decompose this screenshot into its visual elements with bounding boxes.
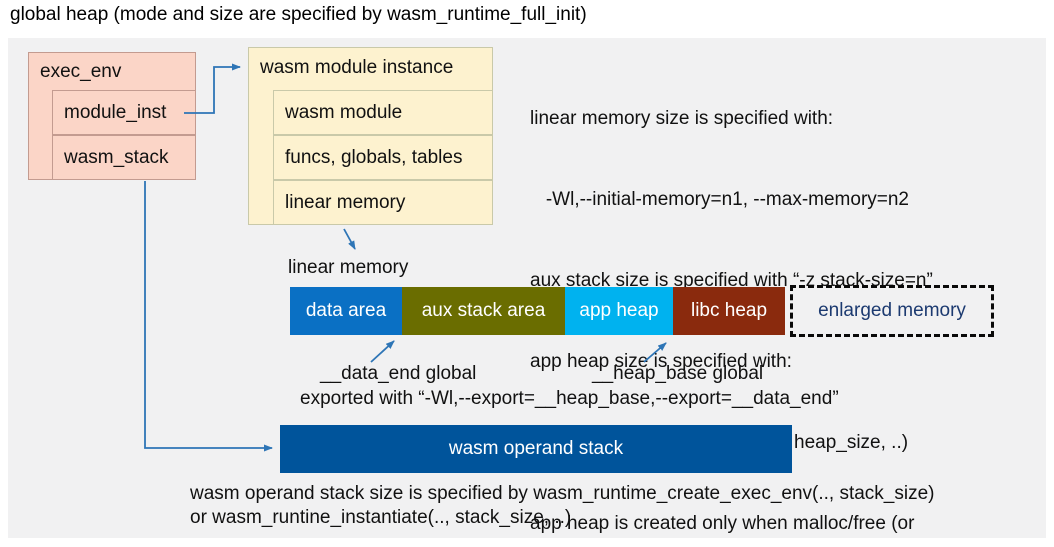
linear-memory-bar: data area aux stack area app heap libc h…: [290, 287, 785, 335]
linear-memory-row-label: linear memory: [285, 191, 406, 213]
wasm-operand-stack-label: wasm operand stack: [448, 438, 624, 459]
data-end-global-label: __data_end global: [320, 363, 477, 384]
segment-label: data area: [305, 300, 387, 321]
segment-libc-heap: libc heap: [673, 287, 785, 335]
wasm-module-label: wasm module: [285, 101, 403, 123]
diagram-title: global heap (mode and size are specified…: [10, 4, 587, 25]
module-instance-row-wasm-module: wasm module: [273, 90, 493, 135]
linear-memory-label: linear memory: [288, 257, 409, 278]
enlarged-memory-label: enlarged memory: [818, 300, 966, 321]
module-inst-label: module_inst: [64, 101, 167, 123]
enlarged-memory-box: enlarged memory: [790, 285, 994, 337]
note-line: app heap is created only when malloc/fre…: [530, 513, 915, 534]
note-line: linear memory size is specified with:: [530, 108, 834, 129]
exported-with-note: exported with “-Wl,--export=__heap_base,…: [300, 388, 839, 409]
segment-label: aux stack area: [421, 300, 546, 321]
module-instance-row-linear-memory: linear memory: [273, 180, 493, 225]
segment-label: app heap: [579, 300, 659, 321]
operand-stack-note-line2: or wasm_runtine_instantiate(.., stack_si…: [190, 507, 572, 528]
module-instance-row-funcs-globals-tables: funcs, globals, tables: [273, 135, 493, 180]
wasm-stack-label: wasm_stack: [64, 146, 169, 168]
exec-env-row-wasm-stack: wasm_stack: [52, 135, 196, 180]
note-line: -Wl,--initial-memory=n1, --max-memory=n2: [530, 189, 909, 210]
operand-stack-note-line1: wasm operand stack size is specified by …: [190, 483, 935, 504]
segment-aux-stack-area: aux stack area: [402, 287, 565, 335]
segment-app-heap: app heap: [565, 287, 673, 335]
memory-size-notes: linear memory size is specified with: -W…: [530, 51, 933, 547]
exec-env-header: exec_env: [40, 61, 122, 82]
module-instance-header: wasm module instance: [260, 57, 454, 78]
heap-base-global-label: __heap_base global: [592, 363, 764, 384]
segment-data-area: data area: [290, 287, 402, 335]
exec-env-row-module-inst: module_inst: [52, 90, 196, 135]
funcs-globals-tables-label: funcs, globals, tables: [285, 146, 463, 168]
wasm-operand-stack-bar: wasm operand stack: [280, 425, 792, 473]
segment-label: libc heap: [690, 300, 768, 321]
